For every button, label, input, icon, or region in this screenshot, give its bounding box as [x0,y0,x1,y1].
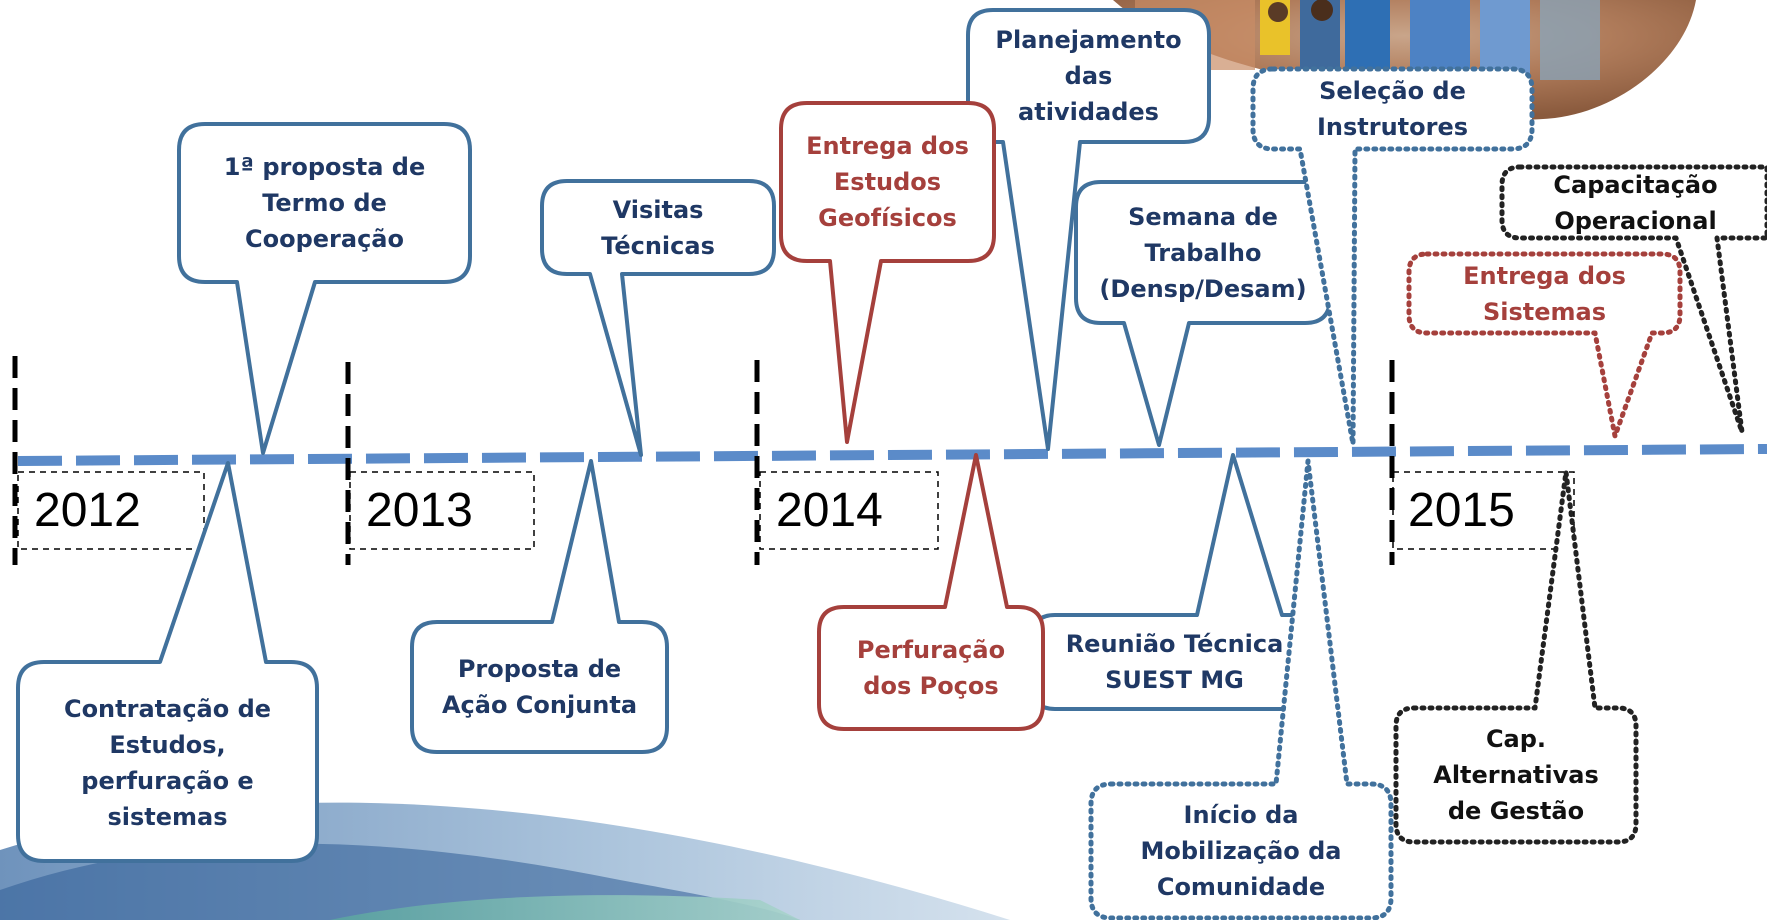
callout-semana-line-3: (Densp/Desam) [1099,274,1307,303]
callout-reuniao-line-1: Reunião Técnica [1065,630,1284,658]
year-label-2013: 2013 [366,484,473,537]
callout-selecao: Seleção de Instrutores [1255,71,1530,147]
callout-planejamento: Planejamento das atividades [970,12,1207,140]
callout-alternativas: Cap. Alternativas de Gestão [1398,710,1634,840]
callout-cooperacao-line-1: 1ª proposta de [223,153,426,181]
callout-estudos-shape [779,101,996,444]
callout-perfuracao: Perfuração dos Poços [821,609,1041,727]
callout-contratacao-line-4: sistemas [107,802,228,831]
callout-planejamento-shape [966,8,1211,451]
callout-alternativas-line-1: Cap. [1485,725,1547,753]
callout-entrega-sistemas-line-2: Sistemas [1482,297,1607,326]
community-photo [1113,0,1696,120]
callout-visitas-line-2: Técnicas [601,231,715,260]
callout-mobilizacao: Início da Mobilização da Comunidade [1093,786,1389,916]
callout-semana-line-2: Trabalho [1144,238,1262,267]
callout-selecao-line-1: Seleção de [1319,77,1466,105]
callout-cooperacao-line-2: Termo de [262,189,387,217]
callout-planejamento-line-2: das [1064,62,1113,90]
callout-entrega-sistemas-line-1: Entrega dos [1463,261,1626,290]
callout-contratacao-shape [16,461,319,863]
callout-capacitacao-shape [1499,164,1767,435]
callout-planejamento-line-1: Planejamento [995,26,1182,54]
callout-visitas-line-1: Visitas [612,195,704,224]
callout-estudos-line-3: Geofísicos [818,204,957,232]
year-ticks [12,356,1395,565]
callout-reuniao: Reunião Técnica SUEST MG [1034,617,1315,707]
callout-mobilizacao-line-2: Mobilização da [1140,837,1342,865]
callout-contratacao-line-1: Contratação de [63,694,272,723]
callout-acao-shape [410,459,669,754]
year-label-2015: 2015 [1408,484,1515,537]
timeline-axis [17,444,1767,466]
callout-contratacao-line-2: Estudos, [109,730,226,759]
callout-estudos-line-1: Entrega dos [806,132,969,160]
callout-mobilizacao-shape [1088,458,1394,920]
callout-acao-conjunta: Proposta de Ação Conjunta [414,624,665,750]
callout-mobilizacao-line-1: Início da [1183,801,1299,829]
callout-semana-line-1: Semana de [1128,202,1278,231]
callout-contratacao-line-3: perfuração e [81,766,254,795]
year-boxes [17,471,1575,550]
callout-perfuracao-line-2: dos Poços [863,672,999,700]
callout-entrega-sistemas-shape [1406,251,1683,439]
callout-capacitacao-line-1: Capacitação [1553,171,1718,199]
callout-cooperacao-shape [177,122,472,455]
callout-alternativas-shape [1393,469,1639,845]
callout-selecao-shape [1250,66,1535,447]
callout-capacitacao-line-2: Operacional [1554,207,1717,235]
callout-acao-conjunta-line-1: Proposta de [457,655,622,683]
callout-estudos-geofisicos: Entrega dos Estudos Geofísicos [783,105,992,259]
callout-selecao-line-2: Instrutores [1316,113,1469,141]
callout-cooperacao-line-3: Cooperação [245,225,404,253]
callout-visitas: Visitas Técnicas [544,183,772,272]
callout-semana: Semana de Trabalho (Densp/Desam) [1078,184,1328,321]
callout-cooperacao: 1ª proposta de Termo de Cooperação [181,126,468,280]
callout-alternativas-line-2: Alternativas [1433,761,1599,789]
callout-contratacao: Contratação de Estudos, perfuração e sis… [20,666,315,859]
callout-planejamento-line-3: atividades [1018,98,1159,126]
callout-entrega-sistemas: Entrega dos Sistemas [1411,256,1678,331]
callout-perfuracao-shape [817,453,1045,731]
callout-perfuracao-line-1: Perfuração [856,636,1006,664]
callout-visitas-shape [540,179,776,457]
callout-acao-conjunta-line-2: Ação Conjunta [441,691,638,719]
year-label-2014: 2014 [776,484,883,537]
callout-alternativas-line-3: de Gestão [1447,797,1585,825]
callout-capacitacao: Capacitação Operacional [1504,165,1767,241]
callout-reuniao-line-2: SUEST MG [1105,666,1244,694]
year-label-2012: 2012 [34,484,141,537]
callout-mobilizacao-line-3: Comunidade [1156,873,1326,901]
callout-estudos-line-2: Estudos [833,168,942,196]
